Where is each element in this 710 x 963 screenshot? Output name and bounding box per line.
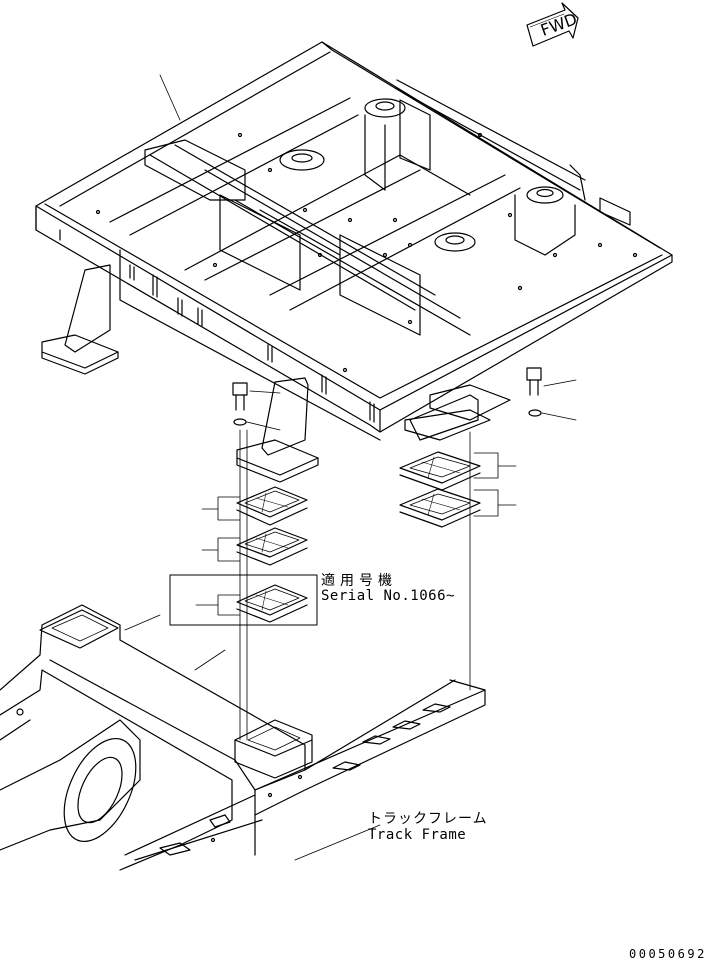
track-frame-label-japanese: トラックフレーム xyxy=(368,811,488,827)
track-frame xyxy=(0,604,486,871)
shim-plates-left xyxy=(195,486,308,623)
serial-note-english: Serial No.1066~ xyxy=(321,588,455,604)
revolving-frame xyxy=(35,41,673,483)
shim-plates-right xyxy=(399,451,517,528)
washer-right-icon xyxy=(528,409,577,421)
washer-left-icon xyxy=(233,418,281,431)
alignment-guide-lines xyxy=(239,429,471,741)
serial-note-box xyxy=(169,574,318,626)
bolt-right-icon xyxy=(526,367,577,396)
drawing-number: 00050692 xyxy=(629,947,707,961)
bolt-left-icon xyxy=(232,382,281,411)
track-frame-label-english: Track Frame xyxy=(368,827,467,843)
fwd-arrow-icon xyxy=(526,2,579,47)
serial-note-japanese: 適用号機 xyxy=(321,573,397,589)
